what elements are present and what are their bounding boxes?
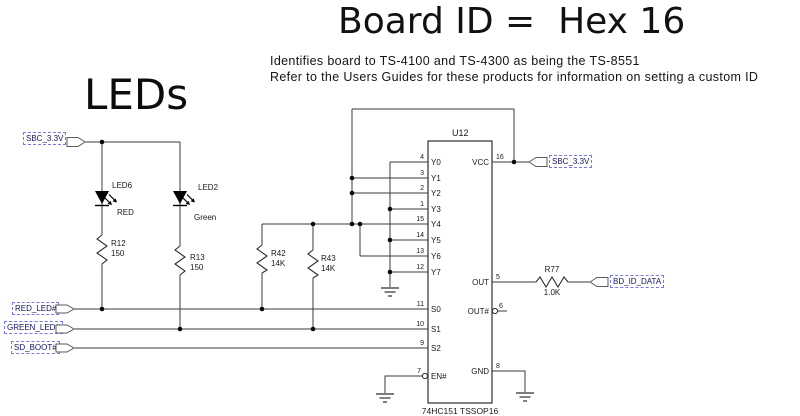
resistor-r12-icon: [96, 234, 108, 265]
pin-num-y1: 3: [420, 170, 424, 177]
outn-bubble-icon: [491, 307, 499, 315]
chip-part-number: 74HC151 TSSOP16: [422, 406, 499, 416]
pin-num-en: 7: [417, 368, 421, 375]
wires: [74, 108, 590, 393]
pin-num-s2: 9: [420, 340, 424, 347]
led6-refdes: LED6: [112, 181, 133, 190]
pin-name-vcc: VCC: [472, 158, 489, 167]
resistor-r42-icon: [256, 244, 269, 274]
pin-num-y6: 13: [416, 248, 424, 255]
pin-name-y5: Y5: [431, 236, 441, 245]
notes-line2: Refer to the Users Guides for these prod…: [270, 70, 759, 84]
r13-value: 150: [190, 263, 204, 272]
pin-name-outn: OUT#: [468, 307, 490, 316]
net-label-sd-boot: SD_BOOT#: [11, 341, 60, 354]
pin-name-out: OUT: [472, 278, 489, 287]
pin-num-s0: 11: [417, 301, 424, 308]
enn-bubble-icon: [421, 372, 429, 380]
r77-value: 1.0K: [544, 288, 561, 297]
net-arrow-sd-boot-icon: [55, 343, 76, 353]
pin-num-y4: 15: [416, 216, 424, 223]
led2-icon: [173, 191, 195, 207]
pin-num-y7: 12: [416, 264, 424, 271]
pin-num-s1: 10: [416, 321, 424, 328]
net-arrow-sbc-left-icon: [66, 137, 86, 147]
pin-num-y5: 14: [416, 232, 424, 239]
section-heading: LEDs: [84, 70, 189, 119]
mux-chip-body: [427, 140, 493, 404]
pin-name-en: EN#: [431, 372, 447, 381]
page-title: Board ID = Hex 16: [338, 1, 686, 42]
led2-color-label: Green: [194, 213, 216, 222]
pin-num-outn: 6: [499, 303, 503, 310]
pin-num-gnd: 8: [496, 363, 500, 370]
chip-refdes: U12: [452, 128, 469, 138]
r77-refdes: R77: [545, 265, 560, 274]
pin-num-out: 5: [496, 274, 500, 281]
led2-refdes: LED2: [198, 183, 219, 192]
junction-dots: [99, 139, 517, 332]
pin-name-y0: Y0: [431, 158, 441, 167]
led6-color-label: RED: [117, 208, 134, 217]
r43-value: 14K: [321, 264, 336, 273]
ground-icon-gnd-pin: [516, 392, 534, 402]
r42-value: 14K: [271, 259, 286, 268]
notes-line1: Identifies board to TS-4100 and TS-4300 …: [270, 54, 640, 68]
net-label-bd-id-data: BD_ID_DATA: [610, 275, 665, 288]
pin-name-y3: Y3: [431, 205, 441, 214]
r12-refdes: R12: [111, 239, 126, 248]
pin-name-y7: Y7: [431, 268, 441, 277]
net-arrow-sbc-right-icon: [528, 157, 548, 167]
resistor-r43-icon: [307, 249, 320, 279]
pin-name-gnd: GND: [471, 367, 489, 376]
led6-icon: [95, 191, 117, 207]
ground-icon-ybus: [381, 287, 399, 297]
r43-refdes: R43: [321, 254, 336, 263]
pin-name-y2: Y2: [431, 189, 441, 198]
r12-value: 150: [111, 249, 125, 258]
net-label-sbc-3v3-left: SBC_3.3V: [23, 132, 67, 145]
resistor-r13-icon: [174, 245, 186, 276]
notes-text: Identifies board to TS-4100 and TS-4300 …: [270, 53, 758, 85]
net-label-sbc-3v3-right: SBC_3.3V: [549, 155, 593, 168]
r42-refdes: R42: [271, 249, 286, 258]
pin-num-y0: 4: [420, 154, 424, 161]
pin-name-s0: S0: [431, 305, 441, 314]
pin-num-y2: 2: [420, 185, 424, 192]
net-arrow-green-led-icon: [55, 324, 76, 334]
pin-num-vcc: 16: [496, 154, 504, 161]
pin-name-y4: Y4: [431, 220, 441, 229]
pin-num-y3: 1: [420, 201, 424, 208]
r13-refdes: R13: [190, 253, 205, 262]
net-arrow-red-led-icon: [55, 304, 76, 314]
pin-name-y6: Y6: [431, 252, 441, 261]
pin-name-s1: S1: [431, 325, 441, 334]
pin-name-y1: Y1: [431, 174, 441, 183]
resistor-r77-icon: [535, 275, 569, 289]
ground-icon-en: [376, 393, 394, 403]
pin-name-s2: S2: [431, 344, 441, 353]
net-arrow-bd-id-icon: [589, 277, 609, 287]
